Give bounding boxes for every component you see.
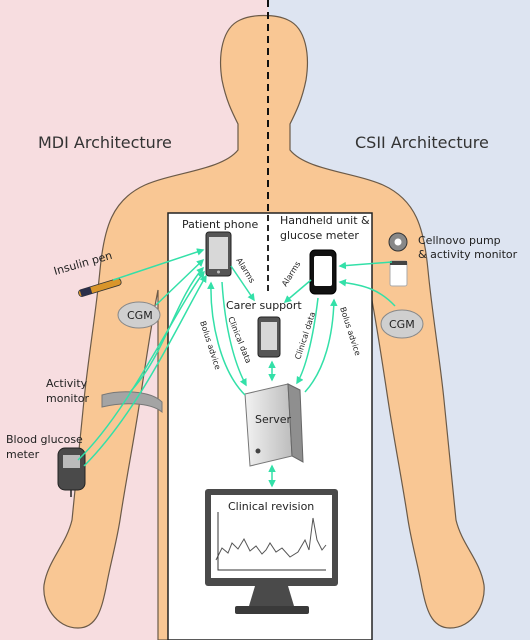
handheld-unit-icon (310, 250, 336, 294)
pump-label-1: Cellnovo pump (418, 234, 501, 247)
carer-support-phone-icon (258, 317, 280, 357)
pump-label-2: & activity monitor (418, 248, 518, 261)
bg-meter-label-2: meter (6, 448, 40, 461)
patient-phone-icon (206, 232, 231, 276)
cgm-right-label: CGM (389, 318, 415, 331)
handheld-label-2: glucose meter (280, 229, 359, 242)
activity-monitor-label-1: Activity (46, 377, 88, 390)
bg-meter-label-1: Blood glucose (6, 433, 83, 446)
patient-phone-label: Patient phone (182, 218, 258, 231)
server-label: Server (255, 413, 292, 426)
handheld-label-1: Handheld unit & (280, 214, 370, 227)
clinical-revision-label: Clinical revision (228, 500, 314, 513)
blood-glucose-meter-icon (58, 448, 85, 497)
activity-monitor-label-2: monitor (46, 392, 90, 405)
carer-support-label: Carer support (226, 299, 302, 312)
csii-heading: CSII Architecture (355, 133, 489, 152)
cgm-left-label: CGM (127, 309, 153, 322)
mdi-heading: MDI Architecture (38, 133, 172, 152)
